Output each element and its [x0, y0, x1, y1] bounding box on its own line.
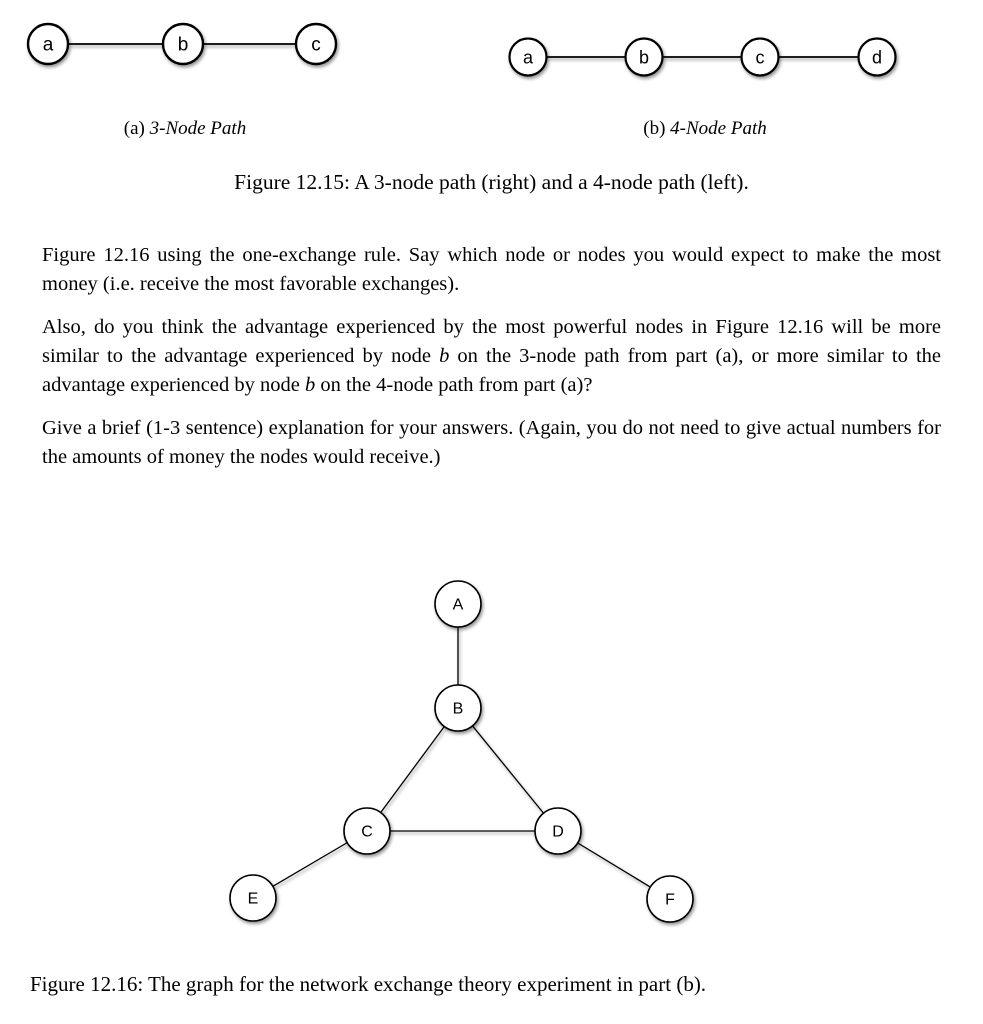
paragraph-2-node-b-variable-2: b	[304, 374, 316, 396]
graph-node-E	[229, 874, 277, 922]
graph-node-label-A: A	[453, 597, 464, 614]
graph-node-D	[534, 807, 582, 855]
graph-node-label-b: b	[178, 35, 189, 56]
subfigure-a-caption: (a) 3-Node Path	[20, 118, 350, 140]
graph-node-a	[508, 37, 548, 77]
graph-edge-B-C	[366, 707, 459, 832]
paragraph-2-segment-1: Also, do you think the advantage experie…	[42, 316, 941, 367]
graph-node-label-c: c	[756, 47, 765, 67]
graph-node-B	[434, 684, 482, 732]
graph-node-b	[161, 22, 205, 66]
graph-node-label-a: a	[523, 47, 534, 67]
figure-12-15a-graph: a b c	[20, 13, 350, 85]
subfigure-a-caption-prefix: (a)	[123, 118, 150, 139]
subfigure-b-caption: (b) 4-Node Path	[500, 118, 910, 140]
graph-node-a	[26, 22, 70, 66]
subfigure-b-caption-prefix: (b)	[643, 118, 671, 139]
graph-node-b	[624, 37, 664, 77]
paragraph-3: Give a brief (1-3 sentence) explanation …	[42, 417, 941, 468]
graph-node-label-a: a	[43, 35, 54, 56]
paragraph-2-segment-2: on the 3-node path from part (a), or mor…	[42, 345, 941, 396]
graph-node-label-c: c	[311, 35, 321, 56]
paragraph-2-segment-3: on the 4-node path from part (a)?	[315, 374, 593, 396]
graph-node-A	[434, 580, 482, 628]
figure-12-16-graph: A B C D E F	[225, 573, 695, 933]
graph-edge-B-D	[457, 707, 559, 832]
paragraph-1: Figure 12.16 using the one-exchange rule…	[42, 244, 941, 295]
graph-node-F	[646, 875, 694, 923]
figure-12-16-caption: Figure 12.16: The graph for the network …	[30, 972, 707, 996]
graph-node-label-d: d	[872, 47, 882, 67]
subfigure-b-caption-title: 4-Node Path	[670, 118, 767, 139]
graph-node-label-C: C	[361, 824, 373, 841]
graph-node-d	[857, 37, 897, 77]
graph-node-label-B: B	[453, 701, 464, 718]
paragraph-2: Also, do you think the advantage experie…	[42, 313, 941, 400]
graph-node-label-b: b	[639, 47, 649, 67]
graph-node-c	[294, 22, 338, 66]
subfigure-a-caption-title: 3-Node Path	[149, 118, 247, 139]
graph-node-label-F: F	[665, 892, 675, 909]
body-text: Figure 12.16 using the one-exchange rule…	[42, 241, 941, 486]
graph-node-label-D: D	[552, 824, 564, 841]
figure-12-15b-graph: a b c d	[500, 25, 910, 97]
graph-node-label-E: E	[248, 891, 259, 908]
figure-12-15-caption: Figure 12.15: A 3-node path (right) and …	[234, 170, 749, 194]
graph-node-c	[740, 37, 780, 77]
paragraph-2-node-b-variable-1: b	[439, 345, 450, 367]
graph-node-C	[343, 807, 391, 855]
